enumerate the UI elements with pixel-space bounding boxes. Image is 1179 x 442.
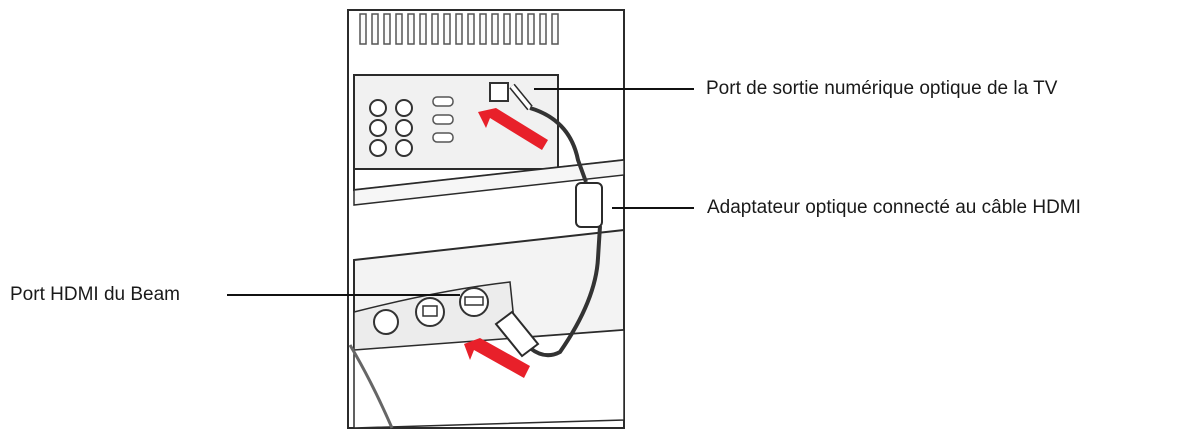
tv-input-panel [353, 74, 559, 170]
hdmi-plug-icon [494, 310, 540, 358]
tv-slot-ports [432, 96, 454, 143]
callout-optical-adapter: Adaptateur optique connecté au câble HDM… [707, 197, 1081, 218]
insert-arrow-icon-hdmi [464, 338, 530, 378]
optical-adapter-icon [575, 182, 603, 228]
tv-rca-jacks [369, 99, 413, 157]
hdmi-jack [464, 296, 484, 306]
power-port-icon [373, 309, 399, 335]
ethernet-jack [422, 305, 438, 317]
callout-beam-hdmi-port: Port HDMI du Beam [10, 284, 180, 305]
tv-vents [359, 13, 559, 45]
power-cable [348, 344, 394, 429]
insert-arrow-icon [478, 108, 548, 150]
tv-stand-ledge [353, 159, 625, 206]
optical-port-icon [489, 82, 509, 102]
callout-tv-optical-out: Port de sortie numérique optique de la T… [706, 78, 1058, 99]
cable-icon [509, 83, 602, 358]
